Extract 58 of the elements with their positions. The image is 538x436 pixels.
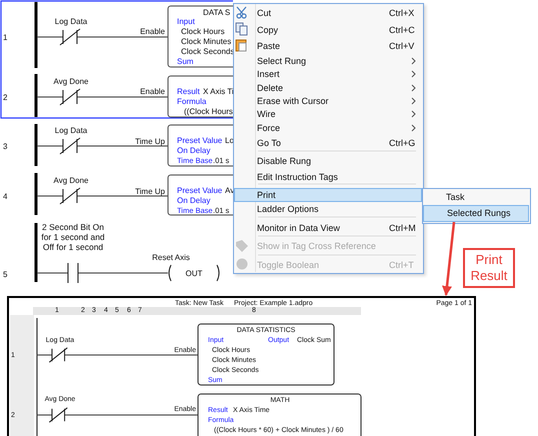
rung-number: 3 bbox=[3, 141, 8, 152]
tag-label: Avg Done bbox=[54, 175, 88, 186]
menu-item: Cut bbox=[257, 8, 272, 19]
menu-item: Show in Tag Cross Reference bbox=[257, 241, 376, 252]
menu-item: Insert bbox=[257, 69, 280, 80]
shortcut-text: Ctrl+V bbox=[389, 41, 414, 52]
parameter-label: Result bbox=[177, 86, 200, 97]
menu-item: Toggle Boolean bbox=[257, 260, 320, 271]
menu-item: Monitor in Data View bbox=[257, 223, 340, 234]
parameter-value: Clock Minutes bbox=[181, 36, 232, 47]
tag-label: Reset Axis bbox=[152, 252, 190, 263]
rung-number: 2 bbox=[3, 92, 8, 103]
shortcut-text: Ctrl+G bbox=[389, 138, 416, 149]
parameter-label: Input bbox=[177, 16, 195, 27]
menu-item: Force bbox=[257, 123, 280, 134]
menu-item: Copy bbox=[257, 25, 278, 36]
tag-label: Log Data bbox=[54, 125, 88, 136]
menu-item: Selected Rungs bbox=[423, 205, 529, 222]
parameter-value: X Axis Ti bbox=[203, 86, 234, 97]
menu-item: Erase with Cursor bbox=[257, 96, 329, 107]
menu-item: Delete bbox=[257, 83, 284, 94]
parameter-value: Clock Seconds bbox=[181, 46, 234, 57]
shortcut-text: Ctrl+M bbox=[389, 223, 416, 234]
menu-item: Print bbox=[234, 188, 422, 202]
input-label: Time Up bbox=[135, 186, 165, 197]
menu-item: Paste bbox=[257, 41, 280, 52]
menu-item: Edit Instruction Tags bbox=[257, 172, 338, 183]
shortcut-text: Ctrl+X bbox=[389, 8, 414, 19]
formula-text: ((Clock Hours bbox=[184, 106, 233, 117]
print-preview-page bbox=[7, 296, 476, 436]
shortcut-text: Ctrl+T bbox=[389, 260, 414, 271]
input-label: Time Up bbox=[135, 136, 165, 147]
parameter-label: Formula bbox=[177, 96, 206, 107]
tag-label: Log Data bbox=[54, 16, 88, 27]
menu-item: Wire bbox=[257, 109, 276, 120]
tag-label: Avg Done bbox=[54, 76, 88, 87]
menu-item: Select Rung bbox=[257, 56, 306, 67]
instruction-title: DATA S bbox=[203, 7, 230, 18]
shortcut-text: Ctrl+C bbox=[389, 25, 415, 36]
rung-number: 5 bbox=[3, 269, 8, 280]
input-label: Enable bbox=[140, 86, 165, 97]
parameter-label: Sum bbox=[177, 56, 194, 67]
parameter-label: Preset Value bbox=[177, 185, 222, 196]
menu-item: Disable Rung bbox=[257, 156, 312, 167]
coil-text: OUT bbox=[186, 268, 202, 279]
rung-number: 4 bbox=[3, 191, 8, 202]
edge-label: Print Result bbox=[463, 248, 515, 288]
parameter-label: On Delay bbox=[177, 195, 210, 206]
menu-item: Go To bbox=[257, 138, 281, 149]
tag-description: 2 Second Bit On for 1 second and Off for 1 second bbox=[40, 222, 106, 252]
input-label: Enable bbox=[140, 26, 165, 37]
parameter-label: Preset Value bbox=[177, 135, 222, 146]
arrow bbox=[442, 222, 456, 296]
parameter-value: Clock Hours bbox=[181, 26, 225, 37]
parameter-label: On Delay bbox=[177, 145, 210, 156]
rung-number: 1 bbox=[3, 32, 8, 43]
menu-item: Ladder Options bbox=[257, 204, 319, 215]
menu-item: Task bbox=[446, 192, 465, 203]
